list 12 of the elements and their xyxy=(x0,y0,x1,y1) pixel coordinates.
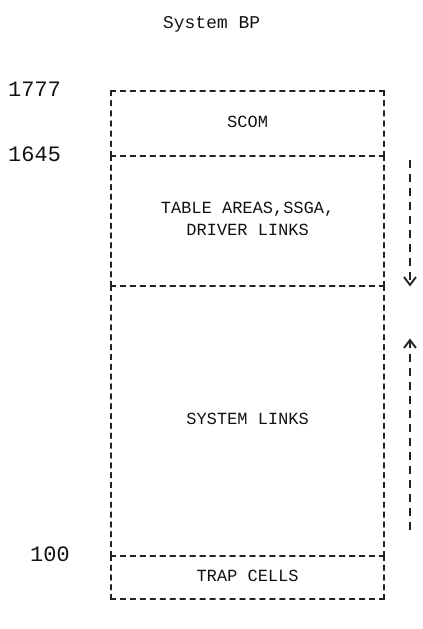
memory-region-box xyxy=(110,155,385,287)
region-label: TRAP CELLS xyxy=(196,566,299,588)
diagram-title: System BP xyxy=(162,14,262,34)
address-label: 1777 xyxy=(8,78,61,103)
region-label: SCOM xyxy=(227,112,268,134)
memory-region-box xyxy=(110,90,385,157)
memory-region-box xyxy=(110,555,385,600)
region-label: SYSTEM LINKS xyxy=(186,410,309,432)
address-label: 1645 xyxy=(8,143,61,168)
address-label: 100 xyxy=(30,543,70,568)
memory-region-box xyxy=(110,285,385,557)
region-label: TABLE AREAS,SSGA, DRIVER LINKS xyxy=(160,199,336,243)
